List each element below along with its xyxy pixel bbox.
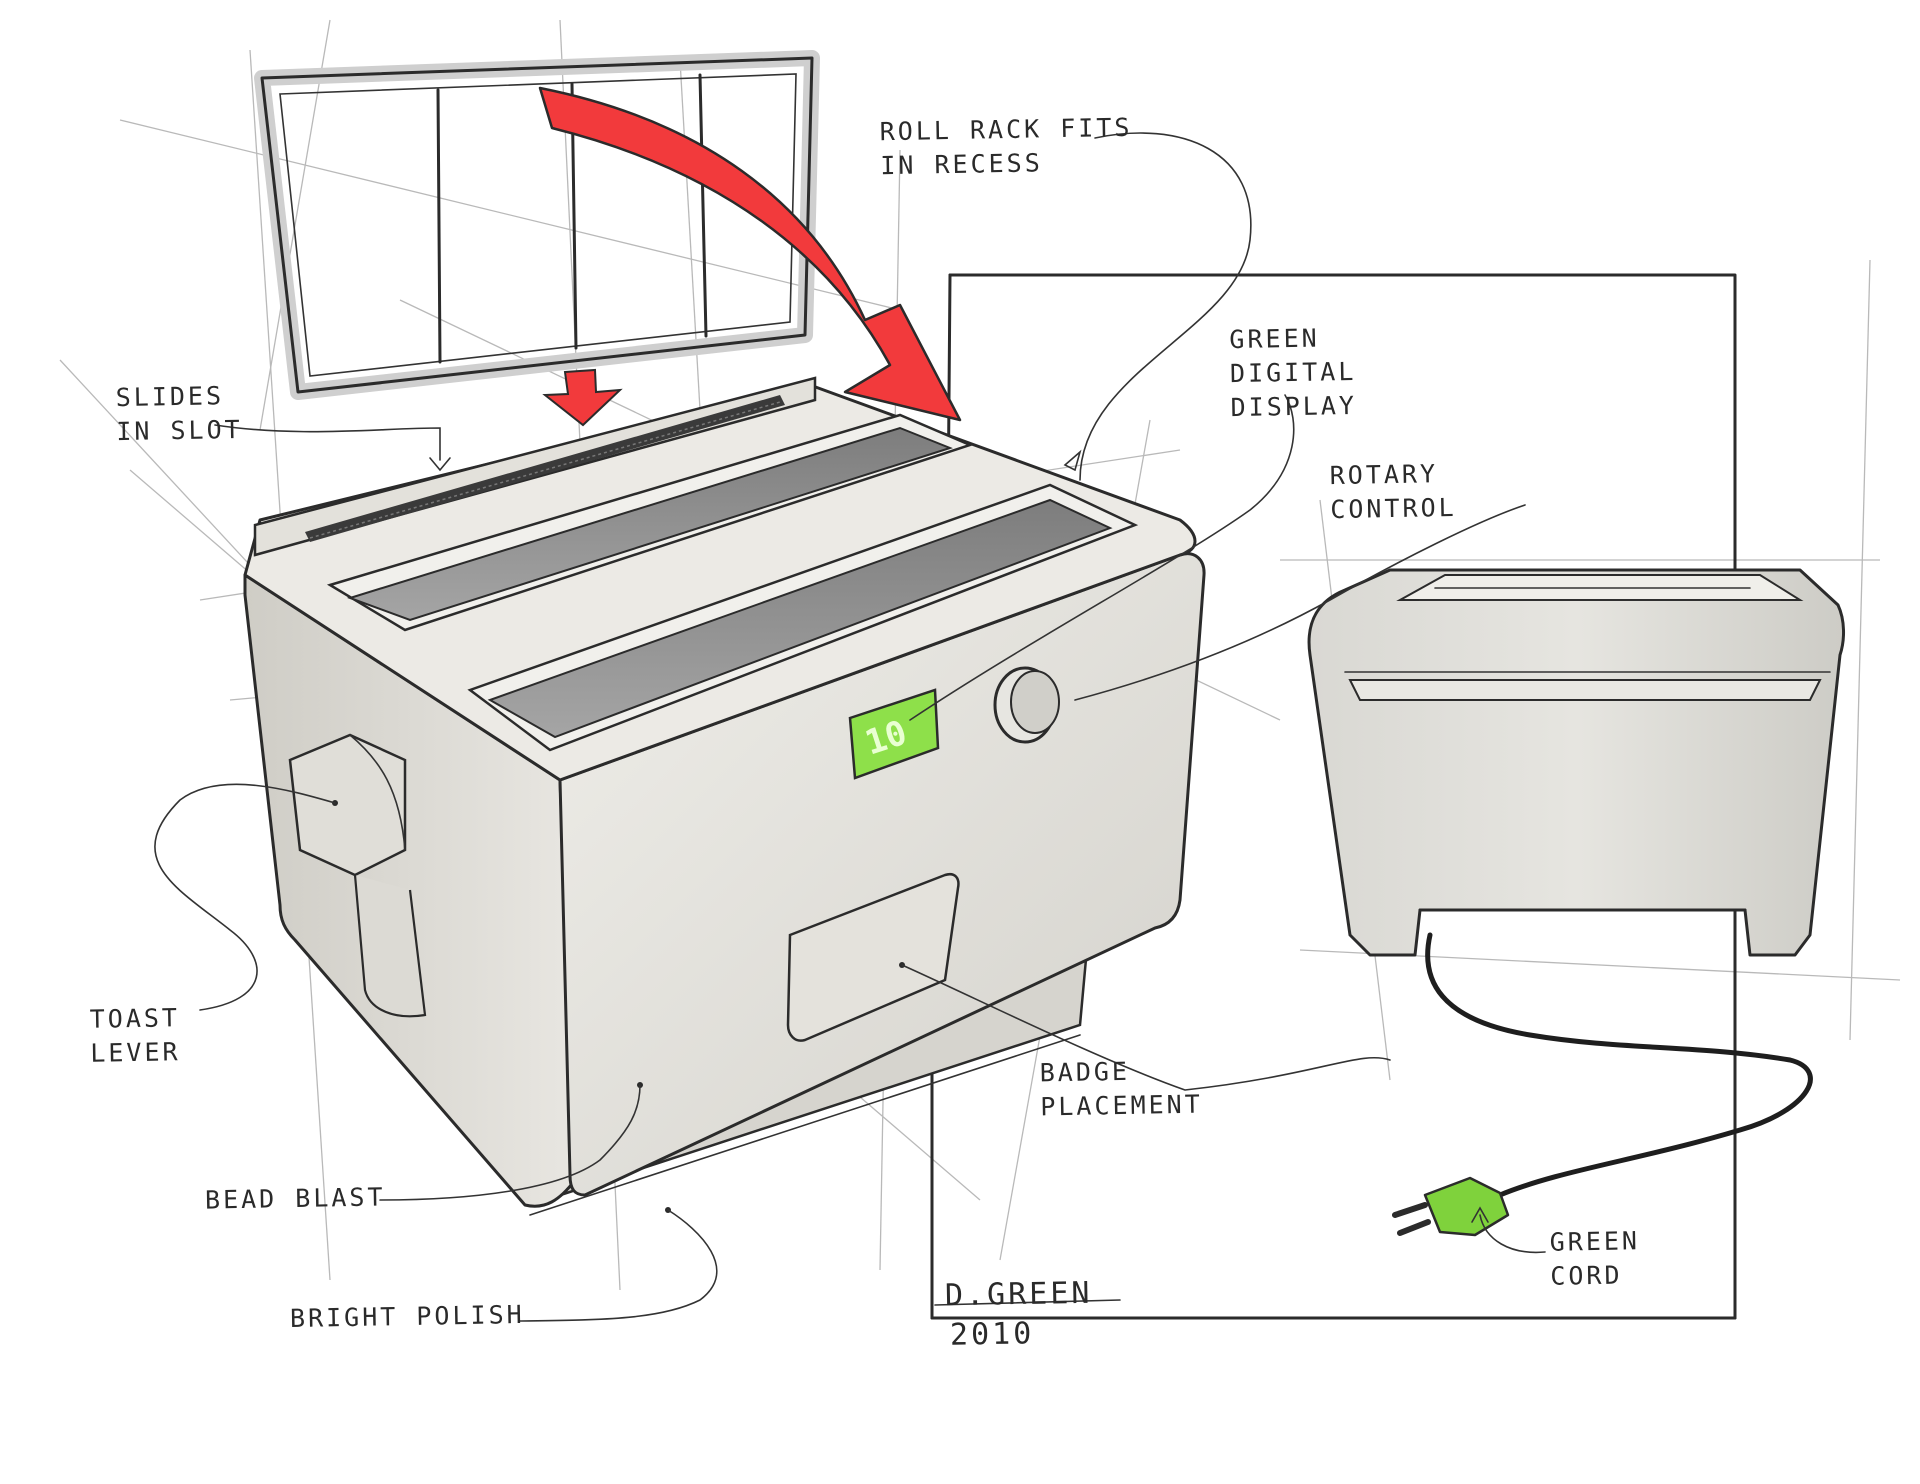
- label-bead-blast: BEAD BLAST: [204, 1182, 386, 1215]
- roll-rack: [254, 50, 820, 400]
- signature-name: D.GREEN: [944, 1275, 1093, 1314]
- green-cord: [1425, 932, 1813, 1198]
- leader-lines: [154, 132, 1546, 1322]
- label-slides-in-slot: SLIDES IN SLOT: [115, 381, 243, 447]
- label-green-display: GREEN DIGITAL DISPLAY: [1229, 323, 1358, 423]
- label-bright-polish: BRIGHT POLISH: [289, 1299, 525, 1334]
- green-plug: [1392, 1176, 1510, 1237]
- main-toaster: 10: [243, 376, 1206, 1216]
- rear-toaster: [1307, 568, 1845, 957]
- label-rotary-control: ROTARY CONTROL: [1329, 459, 1457, 525]
- label-badge-placement: BADGE PLACEMENT: [1039, 1056, 1203, 1122]
- signature-year: 2010: [949, 1316, 1035, 1353]
- red-curved-arrow: [538, 86, 962, 422]
- red-down-arrow: [542, 368, 623, 427]
- label-roll-rack: ROLL RACK FITS IN RECESS: [879, 112, 1133, 181]
- label-toast-lever: TOAST LEVER: [89, 1003, 181, 1068]
- label-green-cord: GREEN CORD: [1549, 1226, 1641, 1291]
